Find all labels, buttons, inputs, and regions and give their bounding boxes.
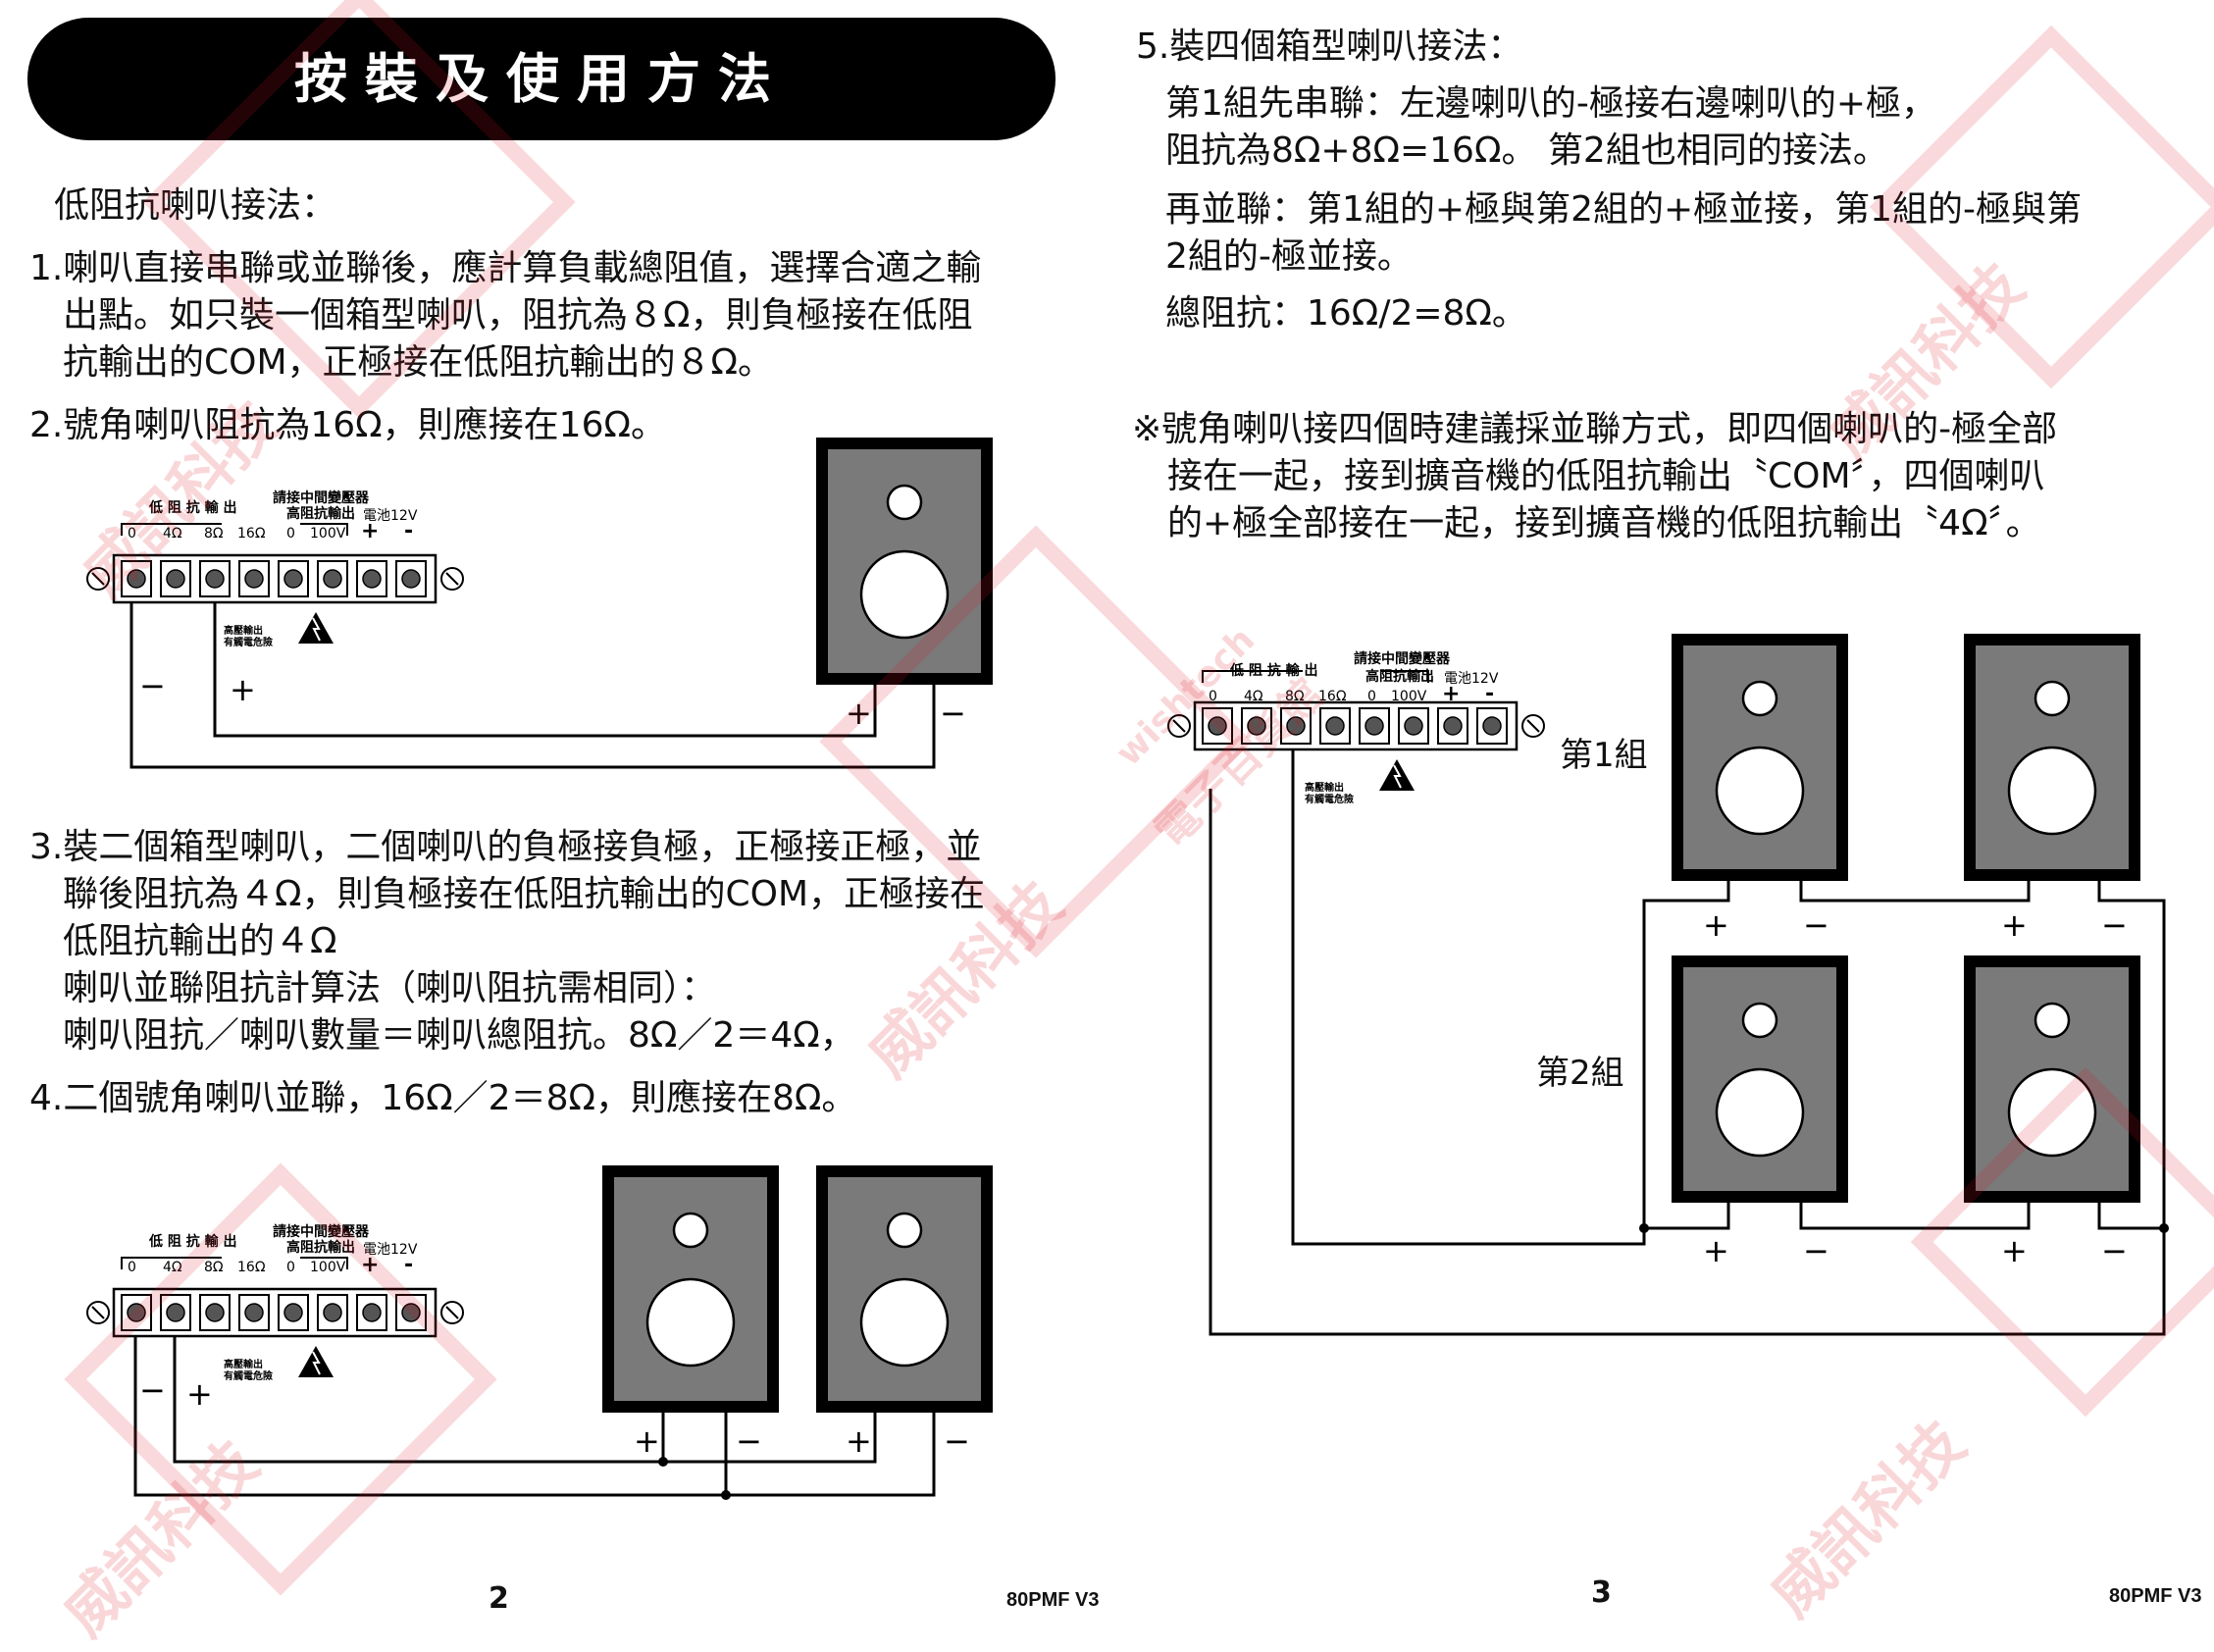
svg-text:100V: 100V xyxy=(310,526,346,542)
svg-text:−: − xyxy=(1803,1232,1829,1269)
svg-text:0: 0 xyxy=(286,1260,295,1275)
svg-text:高阻抗輸出: 高阻抗輸出 xyxy=(286,505,355,522)
svg-text:100V: 100V xyxy=(1391,689,1427,704)
svg-text:8Ω: 8Ω xyxy=(204,526,224,542)
svg-text:+: + xyxy=(634,1422,660,1460)
svg-text:0: 0 xyxy=(1367,689,1376,704)
svg-text:+: + xyxy=(846,695,872,732)
item5-line1: 5.裝四個箱型喇叭接法： xyxy=(1136,26,1523,67)
svg-text:+: + xyxy=(361,1253,379,1277)
svg-text:0: 0 xyxy=(1209,689,1217,704)
svg-text:−: − xyxy=(944,1422,970,1460)
svg-text:−: − xyxy=(1803,906,1829,944)
group1-label: 第1組 xyxy=(1560,736,1648,775)
item3-line5: 喇叭阻抗／喇叭數量＝喇叭總阻抗。8Ω／2＝4Ω， xyxy=(63,1015,855,1056)
svg-text:8Ω: 8Ω xyxy=(1285,689,1305,704)
note-line3: 的+極全部接在一起，接到擴音機的低阻抗輸出〝4Ω〞。 xyxy=(1167,503,2041,543)
item3-line4: 喇叭並聯阻抗計算法（喇叭阻抗需相同）： xyxy=(63,968,717,1008)
svg-text:請接中間變壓器: 請接中間變壓器 xyxy=(273,1223,370,1240)
svg-text:請接中間變壓器: 請接中間變壓器 xyxy=(273,490,370,506)
svg-text:低 阻 抗 輸 出: 低 阻 抗 輸 出 xyxy=(148,1233,237,1250)
svg-text:有觸電危險: 有觸電危險 xyxy=(224,1369,273,1382)
page-number-left: 2 xyxy=(489,1581,509,1616)
svg-text:低 阻 抗 輸 出: 低 阻 抗 輸 出 xyxy=(1229,662,1318,679)
item1-line1: 1.喇叭直接串聯或並聯後，應計算負載總阻值，選擇合適之輸 xyxy=(29,248,982,288)
svg-text:高阻抗輸出: 高阻抗輸出 xyxy=(1365,668,1434,685)
svg-text:+: + xyxy=(361,519,379,543)
svg-text:4Ω: 4Ω xyxy=(163,526,182,542)
diagram-two-speakers xyxy=(85,1163,995,1500)
svg-text:100V: 100V xyxy=(310,1260,346,1275)
note-line1: ※號角喇叭接四個時建議採並聯方式，即四個喇叭的-極全部 xyxy=(1132,409,2058,449)
item5-line3: 阻抗為8Ω+8Ω=16Ω。 第2組也相同的接法。 xyxy=(1165,130,1888,171)
note-line2: 接在一起，接到擴音機的低阻抗輸出〝COM〞，四個喇叭 xyxy=(1167,456,2045,496)
svg-text:-: - xyxy=(1485,682,1494,706)
item5-line6: 總阻抗：16Ω/2=8Ω。 xyxy=(1165,293,1527,334)
svg-text:+: + xyxy=(1703,1232,1729,1269)
svg-text:+: + xyxy=(2001,906,2028,944)
svg-text:高壓輸出: 高壓輸出 xyxy=(1305,781,1344,794)
item4-text: 4.二個號角喇叭並聯，16Ω／2＝8Ω，則應接在8Ω。 xyxy=(29,1078,857,1118)
svg-text:8Ω: 8Ω xyxy=(204,1260,224,1275)
item5-line4: 再並聯：第1組的+極與第2組的+極並接，第1組的-極與第 xyxy=(1165,189,2083,230)
svg-text:−: − xyxy=(139,1371,166,1409)
svg-text:高壓輸出: 高壓輸出 xyxy=(224,1358,263,1370)
svg-text:請接中間變壓器: 請接中間變壓器 xyxy=(1354,650,1451,667)
item1-line3: 抗輸出的COM，正極接在低阻抗輸出的８Ω。 xyxy=(63,342,774,383)
svg-text:高阻抗輸出: 高阻抗輸出 xyxy=(286,1239,355,1256)
svg-text:0: 0 xyxy=(128,1260,136,1275)
svg-text:0: 0 xyxy=(286,526,295,542)
item5-line2: 第1組先串聯：左邊喇叭的-極接右邊喇叭的+極， xyxy=(1165,83,1937,124)
svg-text:4Ω: 4Ω xyxy=(1244,689,1263,704)
svg-text:+: + xyxy=(186,1375,213,1413)
svg-text:高壓輸出: 高壓輸出 xyxy=(224,624,263,637)
item5-line5: 2組的-極並接。 xyxy=(1165,236,1413,277)
svg-text:+: + xyxy=(1442,682,1460,706)
low-impedance-heading: 低阻抗喇叭接法： xyxy=(54,185,337,226)
svg-text:16Ω: 16Ω xyxy=(1318,689,1347,704)
page-title-bar: 按裝及使用方法 xyxy=(27,18,1056,140)
svg-text:有觸電危險: 有觸電危險 xyxy=(224,636,273,648)
svg-text:−: − xyxy=(2101,906,2128,944)
svg-text:−: − xyxy=(2101,1232,2128,1269)
svg-text:4Ω: 4Ω xyxy=(163,1260,182,1275)
page-number-right: 3 xyxy=(1591,1575,1612,1610)
svg-text:16Ω: 16Ω xyxy=(237,526,266,542)
svg-text:電池12V: 電池12V xyxy=(1444,671,1499,687)
item3-line3: 低阻抗輸出的４Ω xyxy=(63,921,337,961)
svg-text:+: + xyxy=(1703,906,1729,944)
terminal-labels: 低 阻 抗 輸 出 請接中間變壓器 高阻抗輸出 電池12V 0 4Ω 8Ω 16… xyxy=(128,490,1499,1382)
svg-text:0: 0 xyxy=(128,526,136,542)
svg-text:−: − xyxy=(736,1422,762,1460)
svg-text:有觸電危險: 有觸電危險 xyxy=(1305,793,1354,805)
svg-text:-: - xyxy=(404,1253,413,1277)
svg-text:-: - xyxy=(404,519,413,543)
group2-label: 第2組 xyxy=(1536,1054,1624,1093)
model-right: 80PMF V3 xyxy=(2109,1585,2202,1607)
item2-text: 2.號角喇叭阻抗為16Ω，則應接在16Ω。 xyxy=(29,405,666,445)
page-title: 按裝及使用方法 xyxy=(294,47,789,110)
polarity-marks: − + + − − + + − + − + − + − + − + − xyxy=(139,667,2128,1460)
diagram-four-speakers xyxy=(1166,632,2169,1336)
item3-line2: 聯後阻抗為４Ω，則負極接在低阻抗輸出的COM，正極接在 xyxy=(63,874,986,914)
svg-text:+: + xyxy=(2001,1232,2028,1269)
svg-text:−: − xyxy=(139,667,166,704)
svg-text:−: − xyxy=(940,695,966,732)
model-left: 80PMF V3 xyxy=(1006,1589,1100,1611)
svg-text:16Ω: 16Ω xyxy=(237,1260,266,1275)
svg-text:+: + xyxy=(230,671,256,708)
svg-text:+: + xyxy=(846,1422,872,1460)
svg-text:低 阻 抗 輸 出: 低 阻 抗 輸 出 xyxy=(148,499,237,516)
svg-text:電池12V: 電池12V xyxy=(363,1242,418,1258)
item1-line2: 出點。如只裝一個箱型喇叭，阻抗為８Ω，則負極接在低阻 xyxy=(63,295,973,336)
svg-text:電池12V: 電池12V xyxy=(363,508,418,524)
diagram-one-speaker xyxy=(85,436,995,769)
item3-line1: 3.裝二個箱型喇叭，二個喇叭的負極接負極，正極接正極，並 xyxy=(29,827,982,867)
